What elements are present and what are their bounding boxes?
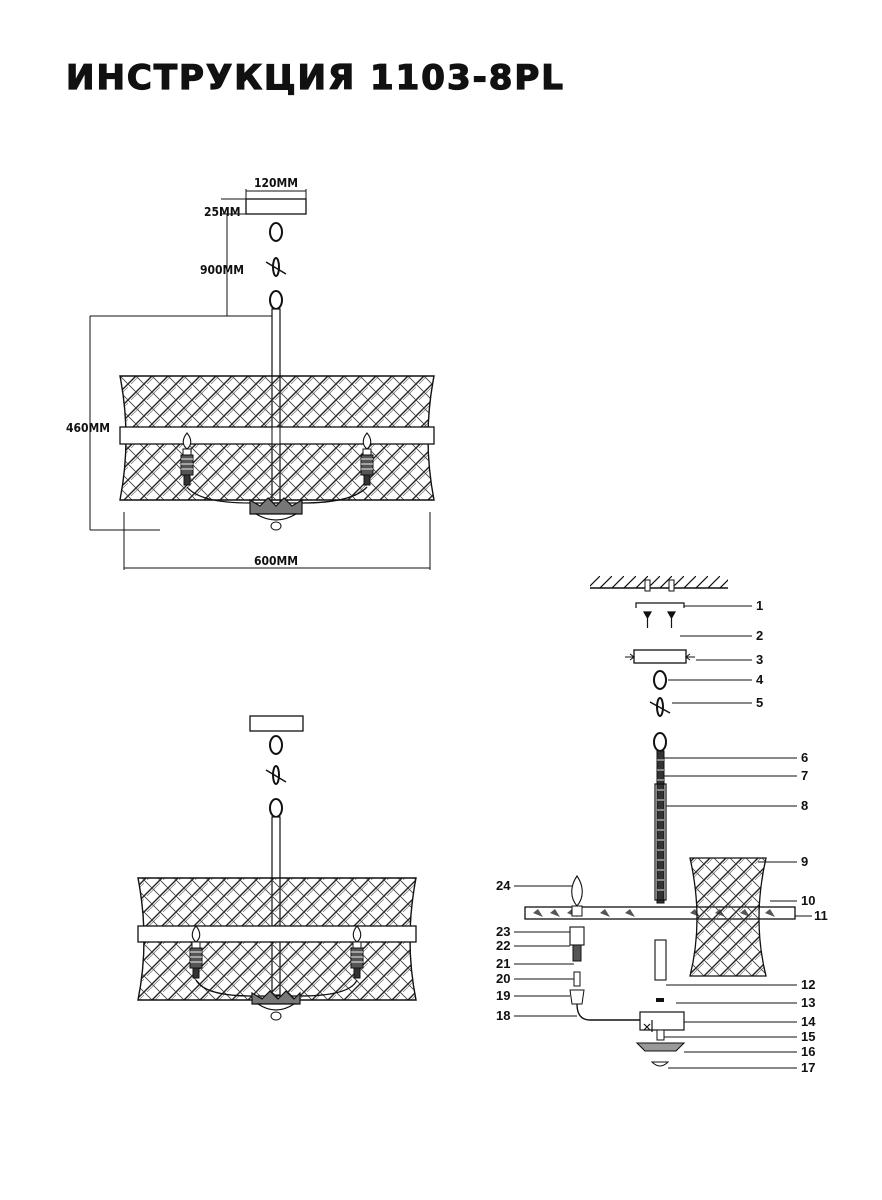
callout-7: 7: [801, 768, 808, 783]
callout-2: 2: [756, 628, 763, 643]
callout-13: 13: [801, 995, 815, 1010]
page-title: ИНСТРУКЦИЯ 1103-8PL: [65, 57, 565, 98]
callout-24: 24: [496, 878, 511, 893]
callout-15: 15: [801, 1029, 815, 1044]
callout-leaders: [514, 605, 812, 1069]
callout-12: 12: [801, 977, 815, 992]
callout-16: 16: [801, 1044, 815, 1059]
callout-5: 5: [756, 695, 763, 710]
callout-17: 17: [801, 1060, 815, 1075]
callout-23: 23: [496, 924, 510, 939]
callout-21: 21: [496, 956, 510, 971]
dim-body-width: 600MM: [254, 554, 298, 568]
callout-20: 20: [496, 971, 510, 986]
callout-1: 1: [756, 598, 763, 613]
callout-10: 10: [801, 893, 815, 908]
callout-22: 22: [496, 938, 510, 953]
callout-9: 9: [801, 854, 808, 869]
dim-canopy-height: 25MM: [204, 205, 241, 219]
callout-19: 19: [496, 988, 510, 1003]
callout-11: 11: [814, 908, 828, 923]
front-view-dimensioned: 120MM 25MM 900MM 460MM 6: [66, 176, 435, 570]
callout-18: 18: [496, 1008, 510, 1023]
dim-body-height: 460MM: [66, 421, 110, 435]
callout-3: 3: [756, 652, 763, 667]
front-view-assembled: [137, 715, 417, 1021]
dim-canopy-width: 120MM: [254, 176, 298, 190]
callout-6: 6: [801, 750, 808, 765]
callout-8: 8: [801, 798, 808, 813]
callout-14: 14: [801, 1014, 816, 1029]
exploded-view: [524, 576, 796, 1067]
dim-chain-length: 900MM: [200, 263, 244, 277]
callout-4: 4: [756, 672, 764, 687]
